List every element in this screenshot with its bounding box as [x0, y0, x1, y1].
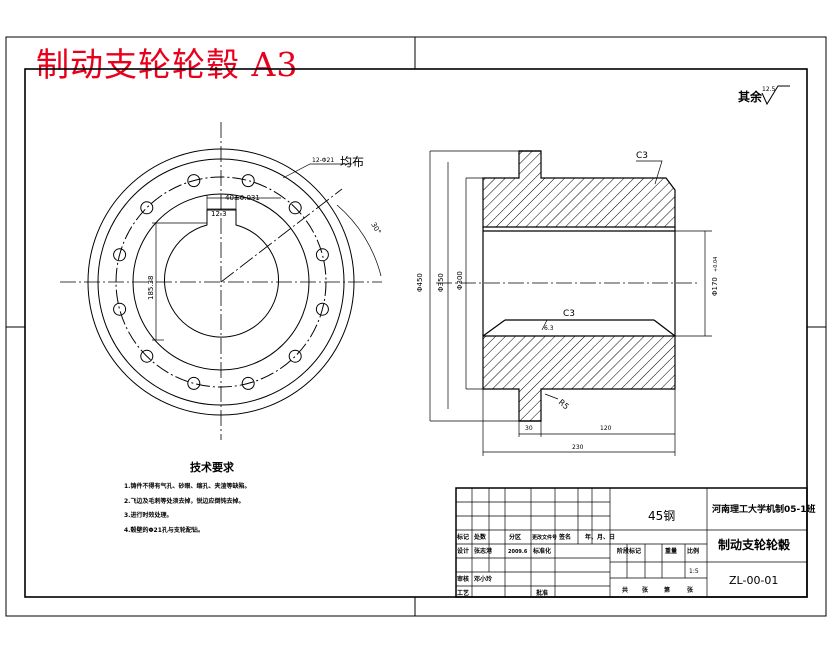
bolt-hole	[315, 248, 329, 262]
scale-label: 比例	[687, 547, 699, 555]
dia-bore: Φ170	[711, 277, 719, 296]
fillet: R5	[557, 398, 571, 412]
surface-note: 其余	[738, 89, 763, 104]
tech-item: 3.进行时效处理。	[124, 512, 173, 519]
dim-total: 230	[572, 444, 584, 451]
dim-flange: 30	[525, 425, 533, 432]
hdr-zone: 分区	[509, 533, 521, 541]
front-view: 40±0.031 12.3 185.38 12-Φ21 均布 30°	[60, 122, 382, 440]
part-name: 制动支轮轮毂	[718, 537, 791, 552]
bolt-hole	[113, 302, 127, 316]
section-dimensions	[429, 150, 712, 456]
bolt-hole	[288, 201, 302, 215]
bolt-hole	[241, 174, 255, 188]
sheet-frame	[5, 36, 827, 617]
hdr-date: 年、月、日	[585, 533, 615, 541]
bolt-holes	[113, 174, 329, 390]
tech-item: 1.铸件不得有气孔、砂眼、缩孔、夹渣等缺陷。	[124, 483, 251, 490]
bolt-hole	[187, 376, 201, 390]
bolt-hole	[140, 201, 154, 215]
hdr-mark: 标记	[456, 533, 469, 541]
approve-label: 批准	[536, 589, 548, 597]
key-depth: 185.38	[147, 276, 155, 301]
dia-outer: Φ450	[416, 273, 424, 292]
std-label: 标准化	[532, 547, 551, 555]
review-label: 审核	[457, 575, 469, 583]
angle-label: 30°	[369, 221, 382, 236]
design-label: 设计	[457, 547, 469, 555]
chamfer-bottom: C3	[563, 309, 575, 319]
bore-tolerance: +0.04	[713, 257, 719, 272]
designer: 张志港	[474, 547, 493, 555]
holes-label: 12-Φ21	[312, 157, 334, 164]
dia-bolt: Φ350	[437, 273, 445, 292]
keyway-tolerance: 40±0.031	[225, 194, 260, 202]
hdr-count: 处数	[473, 533, 487, 541]
bolt-hole	[113, 248, 127, 262]
lower-section	[482, 335, 676, 422]
chamfer-top: C3	[636, 151, 648, 161]
title-block	[455, 487, 808, 598]
sheet-unit2: 张	[687, 586, 694, 594]
holes-suffix: 均布	[340, 155, 364, 169]
tech-item: 4.毂壁的Φ21孔与支轮配钻。	[124, 526, 204, 534]
hdr-sign: 签名	[558, 533, 571, 541]
bolt-hole	[315, 302, 329, 316]
weight-label: 重量	[665, 547, 677, 555]
upper-section	[482, 150, 676, 228]
process-label: 工艺	[457, 589, 469, 597]
bolt-hole	[140, 349, 154, 363]
surface-value: 12.5	[762, 86, 776, 93]
tech-requirements: 技术要求 1.铸件不得有气孔、砂眼、缩孔、夹渣等缺陷。 2.飞边及毛刺等处须去掉…	[124, 461, 251, 538]
bolt-hole	[241, 376, 255, 390]
drawing-title: 制动支轮轮毂 A3	[36, 45, 299, 84]
scale: 1:5	[689, 568, 699, 575]
bore-lines	[482, 150, 676, 422]
drawing-no: ZL-00-01	[729, 574, 778, 587]
key-width: 12.3	[211, 210, 227, 218]
surface-roughness-note: 其余 12.5	[738, 85, 790, 106]
section-view: Φ450 Φ350 Φ300 Φ170 +0.04 C3 C3 6.3 R5 3…	[416, 150, 719, 456]
title-block-text: 45钢 河南理工大学机制05-1班 制动支轮轮毂 ZL-00-01 1:5 标记…	[456, 503, 816, 597]
tech-heading: 技术要求	[190, 461, 234, 474]
dia-hub: Φ300	[456, 271, 464, 290]
bolt-hole	[288, 349, 302, 363]
front-dimensions	[152, 163, 382, 341]
sheet-no: 第	[663, 586, 670, 594]
roughness: 6.3	[544, 325, 554, 332]
school: 河南理工大学机制05-1班	[712, 503, 816, 515]
sheet-unit: 张	[642, 586, 649, 594]
tech-item: 2.飞边及毛刺等处须去掉，锐边应倒钝去掉。	[124, 497, 245, 505]
sheet-total: 共	[622, 586, 628, 594]
bolt-hole	[187, 174, 201, 188]
bore-with-keyway	[164, 209, 279, 338]
dim-hub: 120	[600, 425, 612, 432]
stage-label: 阶段标记	[617, 547, 641, 555]
reviewer: 邓小玲	[474, 575, 492, 583]
design-date: 2009.6	[508, 549, 528, 555]
center-lines	[60, 122, 382, 440]
material: 45钢	[648, 509, 675, 523]
hdr-change: 更改文件号	[532, 534, 557, 541]
